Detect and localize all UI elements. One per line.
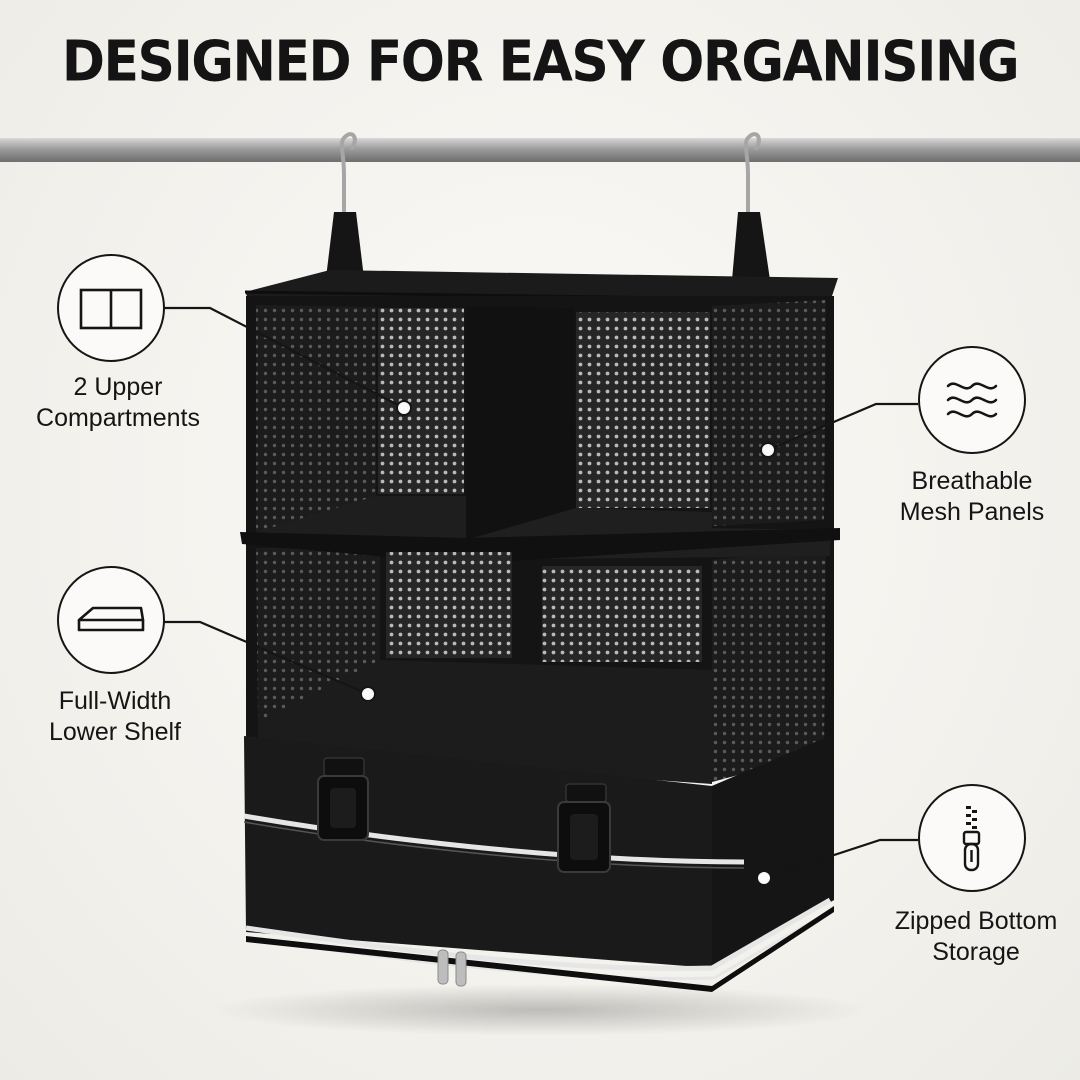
feature-caption-line-1: Zipped Bottom <box>894 907 1058 935</box>
lower-left-back-mesh <box>386 552 512 658</box>
headline: DESIGNED FOR EASY ORGANISING <box>61 29 1020 95</box>
right-side-mesh <box>712 300 826 526</box>
product-shadow <box>210 984 870 1036</box>
feature-caption-line-2: Compartments <box>36 404 200 432</box>
two-compartments-icon <box>79 288 143 330</box>
feature-caption-line-1: 2 Upper <box>73 373 163 401</box>
lower-right-back-mesh <box>542 566 702 662</box>
feature-badge-mesh <box>918 346 1026 454</box>
left-side-mesh <box>256 305 376 532</box>
feature-caption-line-2: Lower Shelf <box>48 718 182 746</box>
shelf-icon <box>77 606 145 632</box>
left-strap <box>326 212 364 278</box>
hanging-rod <box>0 138 1080 162</box>
feature-caption-mesh: Breathable Mesh Panels <box>862 466 1080 528</box>
feature-caption-shelf: Full-Width Lower Shelf <box>2 686 228 748</box>
left-buckle <box>317 757 369 841</box>
feature-caption-line-1: Full-Width <box>58 687 172 715</box>
upper-zipper-line <box>243 813 745 865</box>
right-buckle <box>557 783 611 873</box>
feature-caption-line-2: Storage <box>932 938 1020 966</box>
feature-badge-shelf <box>57 566 165 674</box>
upper-right-back-mesh <box>576 312 710 508</box>
waves-icon <box>946 382 998 418</box>
right-strap <box>732 212 770 280</box>
callout-dots <box>360 400 776 886</box>
right-hook <box>743 132 761 217</box>
feature-caption-line-2: Mesh Panels <box>899 498 1045 526</box>
feature-caption-compartments: 2 Upper Compartments <box>0 372 236 434</box>
centre-divider <box>466 306 576 540</box>
feature-badge-zipper <box>918 784 1026 892</box>
zipper-pulls <box>437 949 467 987</box>
callout-lines <box>160 306 918 880</box>
left-hook <box>339 132 357 217</box>
feature-badge-compartments <box>57 254 165 362</box>
feature-caption-line-1: Breathable <box>911 467 1033 495</box>
zipper-icon <box>962 806 981 872</box>
lower-zipper-line <box>245 897 832 971</box>
feature-caption-zipper: Zipped Bottom Storage <box>868 906 1080 968</box>
